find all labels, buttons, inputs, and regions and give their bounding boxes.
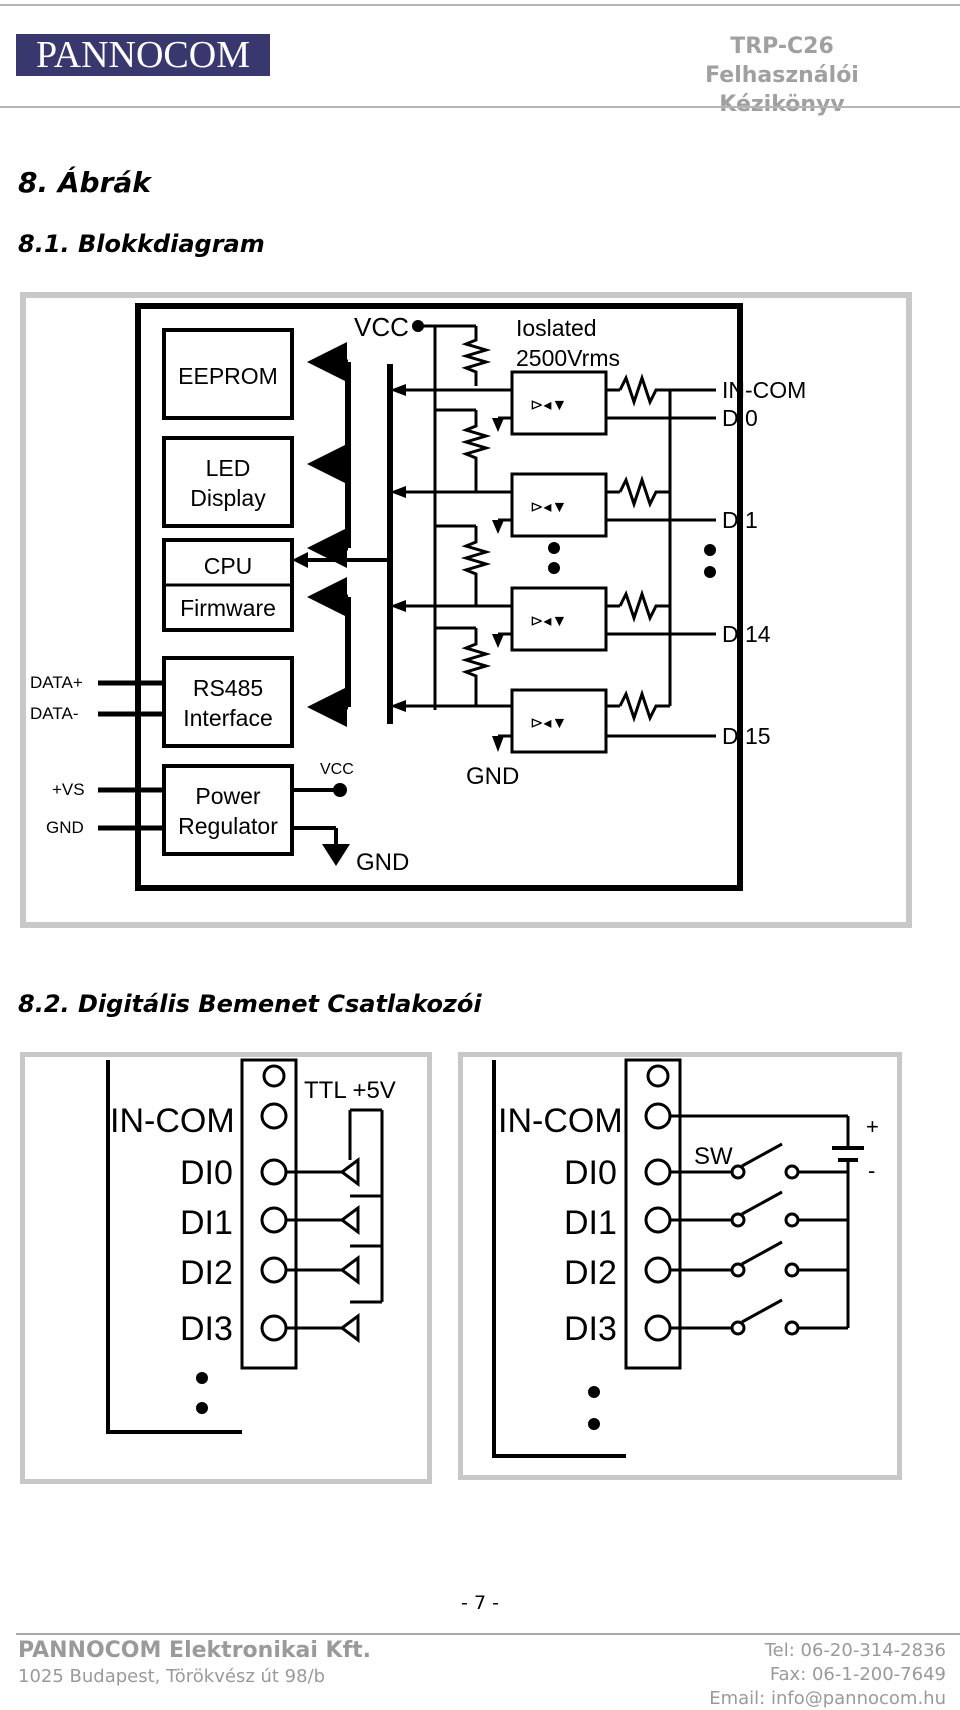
vcc-small-label: VCC bbox=[320, 761, 354, 778]
footer-rule bbox=[16, 1633, 960, 1635]
ttl-label-di2: DI2 bbox=[180, 1254, 233, 1292]
svg-text:⊳◂▼: ⊳◂▼ bbox=[530, 613, 567, 630]
led-label-line1: LED bbox=[206, 455, 251, 481]
block-diagram-heading: 8.1. Blokkdiagram bbox=[18, 230, 265, 258]
gnd-bottom-label: GND bbox=[466, 763, 519, 790]
sw-label-in-com: IN-COM bbox=[498, 1102, 623, 1140]
data-minus-label: DATA- bbox=[30, 704, 78, 723]
document-title-line1: TRP-C26 Felhasználói bbox=[705, 34, 859, 88]
terminal-screws bbox=[260, 1064, 288, 1342]
footer-company: PANNOCOM Elektronikai Kft. bbox=[18, 1638, 372, 1663]
channel-di14: ⊳◂▼ bbox=[390, 524, 716, 652]
power-label-line1: Power bbox=[195, 783, 261, 809]
company-logo: PANNOCOM bbox=[16, 34, 270, 76]
rs485-label-line2: Interface bbox=[183, 705, 273, 731]
connector-heading: 8.2. Digitális Bemenet Csatlakozói bbox=[18, 990, 482, 1018]
section-title: 8. Ábrák bbox=[18, 166, 151, 199]
vs-plus-label: +VS bbox=[52, 780, 85, 799]
channel-di15: ⊳◂▼ bbox=[390, 626, 716, 754]
ttl-label-di0: DI0 bbox=[180, 1154, 233, 1192]
svg-text:⊳◂▼: ⊳◂▼ bbox=[530, 715, 567, 732]
svg-text:⊳◂▼: ⊳◂▼ bbox=[530, 397, 567, 414]
channel-di1: ⊳◂▼ bbox=[390, 408, 716, 538]
in-com-label: IN-COM bbox=[722, 377, 806, 403]
connector-ttl-diagram: IN-COM DI0 DI1 DI2 DI3 TTL +5V bbox=[20, 1052, 432, 1484]
document-title-line2: Kézikönyv bbox=[719, 92, 845, 117]
led-display-block bbox=[162, 436, 294, 528]
sw-label-di1: DI1 bbox=[564, 1204, 617, 1242]
eeprom-label: EEPROM bbox=[178, 363, 278, 389]
data-plus-label: DATA+ bbox=[30, 673, 83, 692]
cpu-label: CPU bbox=[204, 553, 253, 579]
power-label-line2: Regulator bbox=[178, 813, 278, 839]
sw-label-di2: DI2 bbox=[564, 1254, 617, 1292]
block-diagram-frame bbox=[20, 292, 912, 928]
footer-email: Email: info@pannocom.hu bbox=[709, 1688, 946, 1709]
sw-label-di0: DI0 bbox=[564, 1154, 617, 1192]
header-top-rule bbox=[0, 4, 960, 6]
header-bottom-rule bbox=[0, 106, 960, 108]
ttl-drivers bbox=[286, 1110, 382, 1343]
ttl-5v-label: TTL +5V bbox=[304, 1077, 396, 1104]
gnd-power-label: GND bbox=[356, 849, 409, 876]
footer-fax: Fax: 06-1-200-7649 bbox=[769, 1664, 946, 1685]
ttl-label-in-com: IN-COM bbox=[110, 1102, 235, 1140]
led-label-line2: Display bbox=[190, 485, 266, 511]
di1-label: DI1 bbox=[722, 507, 758, 533]
di15-label: DI15 bbox=[722, 723, 771, 749]
page-number: - 7 - bbox=[461, 1592, 499, 1614]
channel-di0: ⊳◂▼ bbox=[390, 324, 716, 436]
battery-plus-label: + bbox=[866, 1114, 879, 1139]
isolated-label-line1: Ioslated bbox=[516, 315, 597, 341]
footer-tel: Tel: 06-20-314-2836 bbox=[764, 1640, 946, 1661]
ttl-label-di3: DI3 bbox=[180, 1310, 233, 1348]
di0-label: DI0 bbox=[722, 405, 758, 431]
sw-label: SW bbox=[694, 1143, 733, 1170]
sw-label-di3: DI3 bbox=[564, 1310, 617, 1348]
document-title: TRP-C26 Felhasználói Kézikönyv bbox=[652, 32, 912, 119]
firmware-label: Firmware bbox=[180, 595, 276, 621]
ttl-label-di1: DI1 bbox=[180, 1204, 233, 1242]
main-board-outline bbox=[135, 303, 743, 891]
switches bbox=[670, 1114, 864, 1336]
di14-label: DI14 bbox=[722, 621, 771, 647]
eeprom-block bbox=[162, 328, 294, 420]
vcc-top-label: VCC bbox=[354, 312, 409, 342]
svg-text:⊳◂▼: ⊳◂▼ bbox=[530, 499, 567, 516]
footer-address: 1025 Budapest, Törökvész út 98/b bbox=[18, 1666, 326, 1687]
rs485-label-line1: RS485 bbox=[193, 675, 263, 701]
gnd-left-label: GND bbox=[46, 818, 84, 837]
connector-switch-diagram: IN-COM DI0 DI1 DI2 DI3 SW + - bbox=[458, 1052, 902, 1480]
isolated-label-line2: 2500Vrms bbox=[516, 345, 620, 371]
block-diagram: EEPROM LED Display CPU Firmware RS485 In… bbox=[20, 292, 912, 928]
power-regulator-block bbox=[162, 764, 294, 856]
rs485-block bbox=[162, 656, 294, 748]
battery-minus-label: - bbox=[868, 1158, 875, 1183]
